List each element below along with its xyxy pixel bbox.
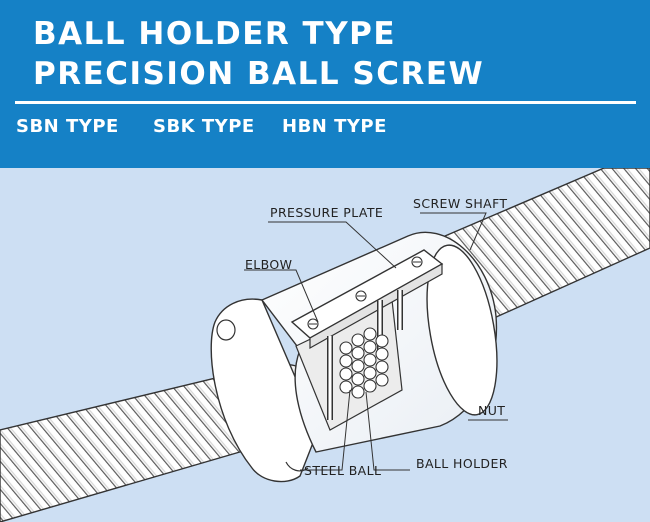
label-steel-ball: STEEL BALL <box>304 463 382 478</box>
diagram-area: PRESSURE PLATE SCREW SHAFT ELBOW NUT STE… <box>0 168 650 522</box>
header-banner: BALL HOLDER TYPE PRECISION BALL SCREW SB… <box>0 0 650 168</box>
ball-screw-illustration <box>0 168 650 522</box>
pressure-plate <box>290 249 444 350</box>
steel-balls <box>339 327 389 399</box>
title-line-2: PRECISION BALL SCREW <box>33 56 485 92</box>
label-nut: NUT <box>478 403 506 418</box>
label-pressure-plate: PRESSURE PLATE <box>270 205 384 220</box>
label-ball-holder: BALL HOLDER <box>416 456 508 471</box>
title-line-1: BALL HOLDER TYPE <box>33 16 397 52</box>
type-label-hbn: HBN TYPE <box>282 116 387 137</box>
label-screw-shaft: SCREW SHAFT <box>413 196 508 211</box>
type-label-sbn: SBN TYPE <box>16 116 119 137</box>
header-divider <box>15 101 636 104</box>
type-label-sbk: SBK TYPE <box>153 116 255 137</box>
label-elbow: ELBOW <box>245 257 293 272</box>
leader-lines <box>244 212 508 471</box>
